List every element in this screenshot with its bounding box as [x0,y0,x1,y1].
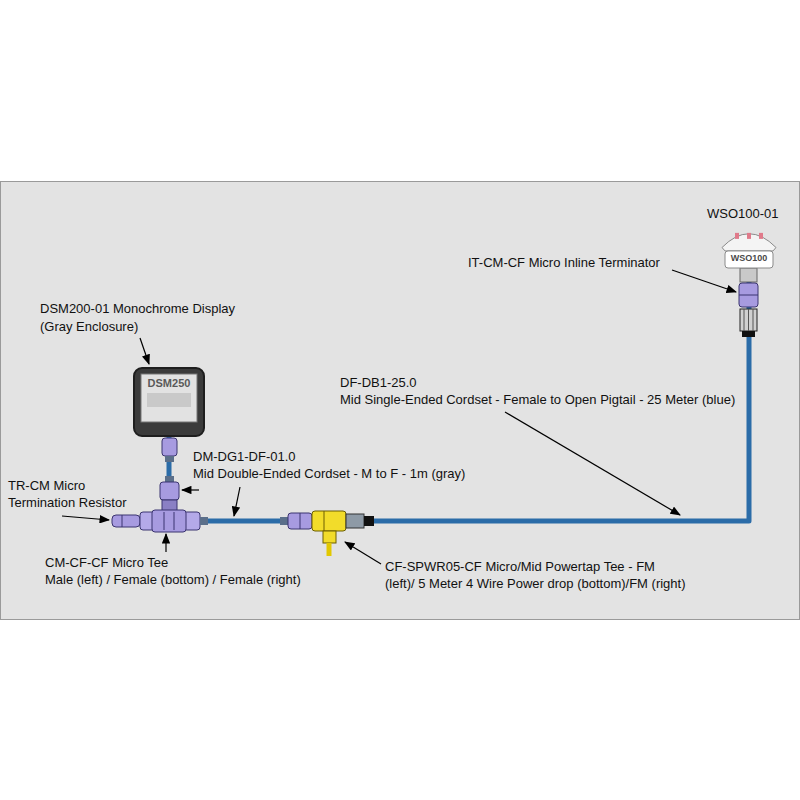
strain-relief [165,476,174,482]
sensor-stem [740,268,757,282]
resistor-ring [122,515,123,527]
part-label: IT-CM-CF Micro Inline Terminator [468,255,660,271]
screen-graphic [147,393,191,407]
part-label: Male (left) / Female (bottom) / Female (… [45,572,301,588]
part-label: TR-CM Micro [8,478,85,494]
leader-arrow [672,270,736,292]
cordset-connector [280,513,312,529]
leader-arrow [62,516,109,520]
part-label: WSO100-01 [707,206,779,222]
female-connector [288,513,312,529]
strain-relief [165,456,174,462]
part-label: CF-SPWR05-CF Micro/Mid Powertap Tee - FM [385,559,655,575]
part-label: DF-DB1-25.0 [340,375,417,391]
display-screen [141,374,197,422]
part-label: Mid Double-Ended Cordset - M to F - 1m (… [193,466,465,482]
leader-arrow [234,487,240,516]
female-connector [162,438,177,456]
strain-relief [200,517,208,525]
nut-knurl [753,309,754,331]
powertap-tee [312,511,374,556]
leader-arrow [505,412,680,515]
sensor-mark [759,233,763,239]
leader-arrow [345,542,381,564]
connector-ridge [300,513,301,529]
display-bezel [134,368,204,436]
termination-resistor [112,515,140,527]
tee-center [152,510,186,532]
part-label: CM-CF-CF Micro Tee [45,555,168,571]
nut-knurl [748,309,749,331]
coupling-nut [740,309,757,331]
leader-arrow [165,534,166,552]
sensor-dome [722,234,776,251]
tee-ridge [174,512,175,530]
inline-terminator [739,268,758,337]
micro-tee [140,510,208,532]
terminator-ridge [739,295,758,296]
model-text: WSO100 [731,253,768,264]
leader-arrow [182,489,199,490]
male-connector [160,482,179,500]
tee-ridge [164,512,165,530]
strain-relief [280,517,288,525]
sensor-mark [747,233,751,239]
wind-sensor: WSO100 [719,226,779,269]
part-label: DM-DG1-DF-01.0 [193,449,296,465]
part-label: Mid Single-Ended Cordset - Female to Ope… [340,392,735,408]
leader-arrow [140,338,149,364]
nut-knurl [744,309,745,331]
cable-end [364,516,374,526]
powertap-ridge [324,511,325,531]
cable-end [742,331,755,337]
part-label: (left)/ 5 Meter 4 Wire Power drop (botto… [385,576,686,592]
terminator-body [739,283,758,307]
powertap-body [312,511,346,531]
gray-panel [1,182,800,620]
sensor-mark [735,233,739,239]
display-unit: DSM250 [133,367,205,437]
part-label: DSM200-01 Monochrome Display [40,301,235,317]
part-label: Termination Resistor [8,495,127,511]
cordset-connector [160,438,179,512]
network-cable [169,269,749,521]
power-drop-cable [327,543,332,556]
sensor-base [725,251,773,268]
screen-text: DSM250 [148,377,191,390]
power-drop-connector [323,531,336,543]
part-label: (Gray Enclosure) [40,319,138,335]
mid-connector [346,514,364,528]
resistor-body [112,515,140,527]
